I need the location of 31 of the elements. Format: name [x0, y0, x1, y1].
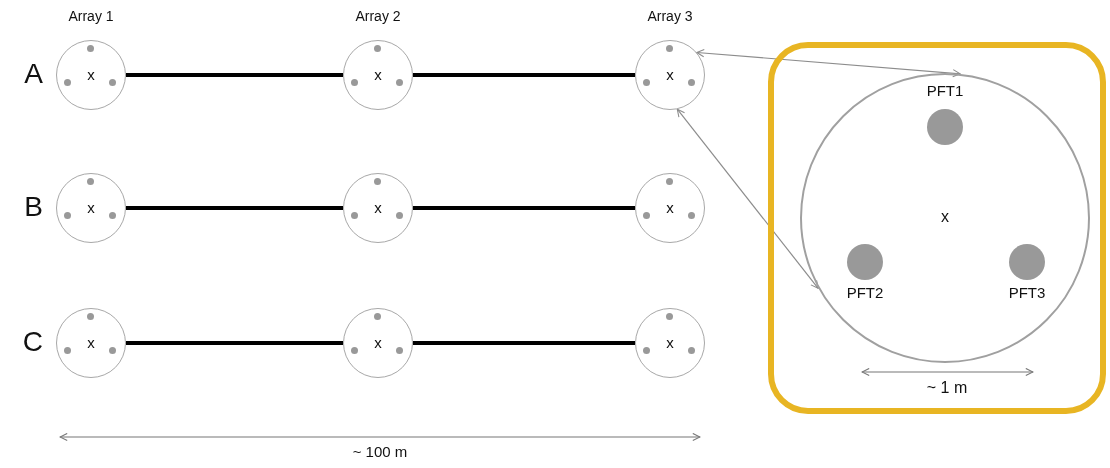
dimension-label: ~ 100 m	[352, 443, 408, 460]
column-label: Array 3	[647, 8, 693, 24]
center-mark: x	[666, 333, 674, 351]
zoom-arrow	[696, 48, 961, 78]
center-mark: x	[941, 208, 949, 227]
center-mark: x	[87, 65, 95, 83]
center-mark: x	[666, 198, 674, 216]
sensor-label: PFT2	[846, 284, 884, 301]
center-mark: x	[374, 65, 382, 83]
inset-frame	[768, 42, 1106, 414]
dimension-label: ~ 1 m	[926, 379, 968, 397]
connecting-line	[413, 73, 635, 77]
sensor-label: PFT1	[926, 82, 964, 99]
center-mark: x	[374, 333, 382, 351]
row-label: B	[24, 191, 43, 224]
connecting-line	[126, 341, 343, 345]
zoom-arrow	[676, 108, 819, 289]
row-label: C	[22, 326, 43, 359]
column-label: Array 2	[355, 8, 401, 24]
connecting-line	[126, 73, 343, 77]
center-mark: x	[666, 65, 674, 83]
column-label: Array 1	[68, 8, 114, 24]
connecting-line	[413, 206, 635, 210]
sensor-label: PFT3	[1008, 284, 1046, 301]
center-mark: x	[87, 333, 95, 351]
plot-circle	[800, 73, 1090, 363]
connecting-line	[126, 206, 343, 210]
row-label: A	[24, 58, 43, 91]
center-mark: x	[87, 198, 95, 216]
center-mark: x	[374, 198, 382, 216]
connecting-line	[413, 341, 635, 345]
